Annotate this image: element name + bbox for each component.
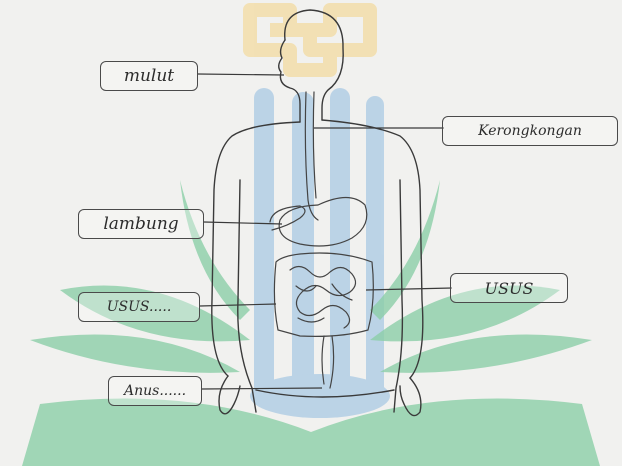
digestive-organs <box>270 92 373 388</box>
label-kerongkongan: Kerongkongan <box>442 116 618 146</box>
label-anus-text: Anus...... <box>124 383 186 399</box>
watermark-logo-knot <box>250 10 370 70</box>
label-usus-left: USUS..... <box>78 292 200 322</box>
label-anus: Anus...... <box>108 376 202 406</box>
label-lambung: lambung <box>78 209 204 239</box>
label-lambung-text: lambung <box>103 214 178 234</box>
label-mulut: mulut <box>100 61 198 91</box>
label-kerongkongan-text: Kerongkongan <box>478 123 582 139</box>
leader-lines <box>198 74 452 389</box>
large-intestine-shape <box>274 253 373 336</box>
label-usus-right-text: USUS <box>485 279 534 298</box>
label-usus-left-text: USUS..... <box>107 299 172 315</box>
label-usus-right: USUS <box>450 273 568 303</box>
label-mulut-text: mulut <box>124 66 174 86</box>
